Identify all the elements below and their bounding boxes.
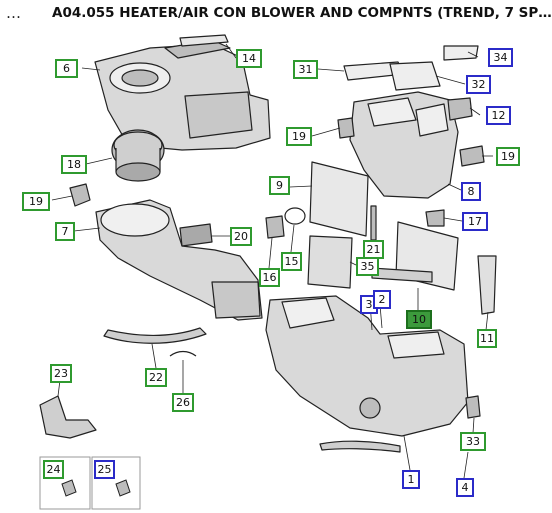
actuator-19-top <box>337 117 355 139</box>
hvac-assembly-lower <box>265 295 469 437</box>
callout-6[interactable]: 6 <box>55 59 78 78</box>
part-16 <box>265 215 285 239</box>
callout-34[interactable]: 34 <box>488 48 513 67</box>
callout-15[interactable]: 15 <box>281 252 302 271</box>
menu-ellipsis-icon[interactable]: … <box>6 4 22 22</box>
callout-2[interactable]: 2 <box>373 290 391 309</box>
callout-14[interactable]: 14 <box>236 49 262 68</box>
callout-32[interactable]: 32 <box>466 75 491 94</box>
seal-15 <box>284 207 306 225</box>
part-17 <box>425 209 445 227</box>
drain-hose <box>103 327 207 344</box>
callout-9[interactable]: 9 <box>269 176 290 195</box>
callout-11[interactable]: 11 <box>477 329 497 348</box>
callout-12[interactable]: 12 <box>486 106 511 125</box>
callout-23[interactable]: 23 <box>50 364 72 383</box>
callout-19-c[interactable]: 19 <box>496 147 520 166</box>
sensor-21 <box>370 205 377 241</box>
callout-10[interactable]: 10 <box>406 310 432 329</box>
blower-motor <box>111 129 165 182</box>
part-33 <box>465 395 481 419</box>
bracket <box>39 395 97 439</box>
actuator-19-right <box>459 145 485 167</box>
callout-8[interactable]: 8 <box>461 182 481 201</box>
callout-21[interactable]: 21 <box>363 240 384 259</box>
callout-17[interactable]: 17 <box>462 212 488 231</box>
callout-19-a[interactable]: 19 <box>286 127 312 146</box>
header-bar: … A04.055 HEATER/AIR CON BLOWER AND COMP… <box>0 0 552 26</box>
callout-4[interactable]: 4 <box>456 478 474 497</box>
cabin-filter <box>307 235 353 289</box>
callout-7[interactable]: 7 <box>55 222 75 241</box>
filter-module <box>179 223 213 247</box>
callout-19-b[interactable]: 19 <box>22 192 50 211</box>
hose-clip <box>169 350 197 357</box>
blower-upper-housing <box>94 39 271 151</box>
page-title: A04.055 HEATER/AIR CON BLOWER AND COMPNT… <box>52 5 552 21</box>
hvac-case-upper <box>349 91 459 199</box>
leader-lines <box>51 43 493 479</box>
blower-lower-housing <box>95 199 263 321</box>
callout-35[interactable]: 35 <box>356 257 379 276</box>
callout-22[interactable]: 22 <box>145 368 167 387</box>
callout-25[interactable]: 25 <box>94 460 115 479</box>
callout-31[interactable]: 31 <box>293 60 318 79</box>
drain-pipe <box>319 440 401 453</box>
callout-33[interactable]: 33 <box>460 432 486 451</box>
fastener-screws <box>61 479 131 497</box>
duct-11 <box>477 255 497 315</box>
duct-34 <box>443 45 479 61</box>
actuator-12 <box>447 97 473 121</box>
callout-1[interactable]: 1 <box>402 470 420 489</box>
callout-16[interactable]: 16 <box>259 268 280 287</box>
resistor-left <box>69 183 91 207</box>
callout-20[interactable]: 20 <box>230 227 252 246</box>
callout-24[interactable]: 24 <box>43 460 64 479</box>
duct-32 <box>389 61 441 91</box>
callout-18[interactable]: 18 <box>61 155 87 174</box>
callout-26[interactable]: 26 <box>172 393 194 412</box>
evaporator <box>309 161 369 237</box>
seal-strip <box>179 34 229 47</box>
parts-diagram <box>39 34 497 510</box>
heater-core <box>371 221 459 291</box>
